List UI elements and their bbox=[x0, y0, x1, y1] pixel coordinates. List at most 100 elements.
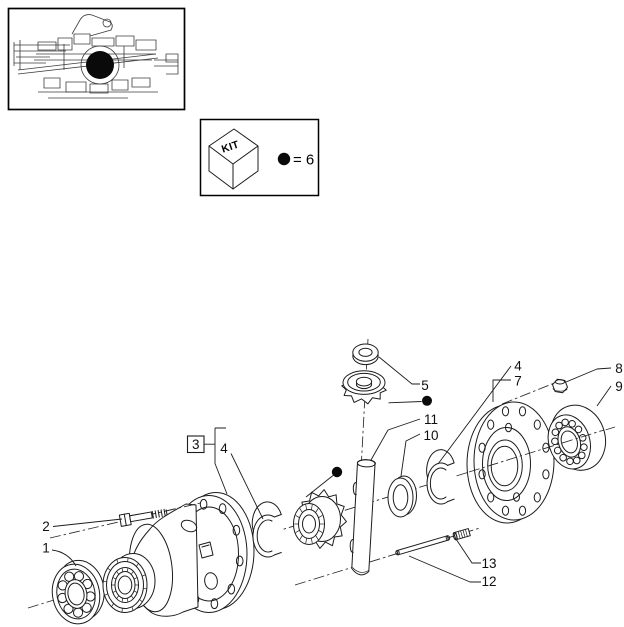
spline-tick bbox=[112, 577, 117, 580]
kit-marker-dot-lower bbox=[331, 466, 343, 478]
collar-tick bbox=[142, 574, 146, 577]
stud-part bbox=[452, 528, 471, 541]
bearing-roller bbox=[559, 453, 567, 462]
callout-12: 12 bbox=[481, 574, 496, 589]
callout-5: 5 bbox=[421, 378, 429, 393]
callout-4-right: 4 bbox=[514, 359, 522, 374]
spline-tick bbox=[121, 567, 124, 572]
spline-tick bbox=[126, 567, 129, 572]
half-bushing-left bbox=[251, 501, 283, 558]
spline-tick bbox=[299, 535, 303, 540]
flange-bolt-hole bbox=[218, 503, 227, 515]
callout-11: 11 bbox=[424, 412, 438, 427]
callout-7: 7 bbox=[514, 374, 522, 389]
spline-tick bbox=[295, 530, 300, 533]
bearing-roller bbox=[561, 418, 569, 427]
spline-tick bbox=[315, 508, 319, 513]
spline-tick bbox=[318, 515, 323, 518]
plate-bolt-hole bbox=[478, 469, 486, 480]
callout-4-left: 4 bbox=[220, 441, 228, 456]
bolt-axis-line bbox=[49, 502, 201, 539]
spline-tick bbox=[299, 508, 303, 513]
collar-tick bbox=[136, 563, 139, 567]
spline-tick bbox=[305, 538, 308, 544]
callout-3: 3 bbox=[192, 437, 200, 452]
roller-bearing-part bbox=[547, 404, 607, 471]
location-marker-dot bbox=[86, 51, 114, 79]
collar-tick bbox=[127, 557, 129, 562]
kit-marker-dot-upper bbox=[422, 395, 432, 406]
spline-tick bbox=[318, 530, 323, 533]
nut-axis-line bbox=[501, 381, 558, 405]
spline-tick bbox=[130, 595, 134, 599]
spline-tick bbox=[126, 598, 129, 603]
spline-tick bbox=[310, 504, 313, 510]
collar-tick bbox=[104, 593, 108, 596]
spline-tick bbox=[133, 590, 138, 593]
spline-tick bbox=[130, 571, 134, 575]
spline-tick bbox=[112, 590, 117, 593]
kit-legend-box: KIT = 6 bbox=[199, 118, 320, 197]
plate-bolt-hole bbox=[518, 505, 527, 516]
pin-part bbox=[395, 535, 451, 556]
differential-case-part bbox=[102, 492, 255, 617]
spline-tick bbox=[305, 504, 308, 510]
spline-tick bbox=[315, 535, 319, 540]
case-window bbox=[198, 541, 214, 559]
half-bushing-right bbox=[426, 449, 455, 505]
flange-plate-part bbox=[466, 401, 555, 524]
bolt-part bbox=[118, 508, 168, 527]
main-axis-overlay bbox=[468, 429, 605, 473]
plate-bolt-hole bbox=[487, 419, 495, 430]
bearing-ball bbox=[81, 602, 92, 613]
bearing-roller bbox=[551, 428, 560, 437]
collar-tick bbox=[116, 559, 119, 564]
kit-cube-icon bbox=[208, 128, 259, 190]
spline-tick bbox=[133, 577, 138, 580]
spline-tick bbox=[116, 595, 120, 599]
collar-tick bbox=[121, 608, 123, 613]
flange-bolt-hole bbox=[210, 598, 219, 610]
collar-tick bbox=[143, 587, 147, 590]
plate-bolt-hole bbox=[487, 492, 495, 503]
kit-dot-icon bbox=[277, 152, 291, 166]
callout-8: 8 bbox=[615, 361, 623, 376]
flange-bolt-hole bbox=[227, 583, 236, 595]
cross-shaft-part bbox=[349, 459, 376, 576]
bearing-roller bbox=[568, 420, 576, 428]
callout-13: 13 bbox=[481, 556, 496, 571]
collar-tick bbox=[111, 603, 114, 607]
callout-2: 2 bbox=[42, 519, 50, 534]
bearing-ball bbox=[63, 603, 74, 614]
plate-bolt-hole bbox=[533, 492, 541, 503]
collar-tick bbox=[131, 606, 134, 611]
callout-1: 1 bbox=[42, 541, 50, 556]
plate-bolt-hole bbox=[518, 406, 527, 417]
bevel-pinion-part bbox=[341, 370, 387, 405]
case-oval-hole bbox=[180, 519, 198, 533]
collar-tick bbox=[107, 567, 111, 571]
flange-bolt-hole bbox=[199, 498, 208, 510]
plate-bolt-hole bbox=[542, 469, 550, 480]
spline-tick bbox=[116, 571, 120, 575]
kit-box-border bbox=[199, 118, 320, 197]
washer-part bbox=[387, 475, 417, 518]
thumbnail-overview bbox=[7, 7, 186, 111]
bearing-roller bbox=[566, 457, 574, 466]
case-round-hole bbox=[204, 572, 218, 590]
kit-label: KIT bbox=[220, 139, 241, 156]
bearing-roller bbox=[577, 451, 586, 460]
plate-bolt-hole bbox=[542, 442, 550, 453]
spline-tick bbox=[310, 538, 313, 544]
bolt-axis-overlay bbox=[164, 502, 201, 512]
plate-bolt-hole bbox=[501, 406, 510, 417]
spline-tick bbox=[295, 515, 300, 518]
flange-bolt-hole bbox=[235, 555, 244, 567]
nut-part bbox=[552, 378, 568, 394]
plate-bolt-hole bbox=[533, 419, 541, 430]
collar-tick bbox=[103, 580, 107, 583]
flange-bolt-hole bbox=[232, 524, 241, 536]
spline-tick bbox=[121, 598, 124, 603]
callout-10: 10 bbox=[423, 428, 438, 443]
